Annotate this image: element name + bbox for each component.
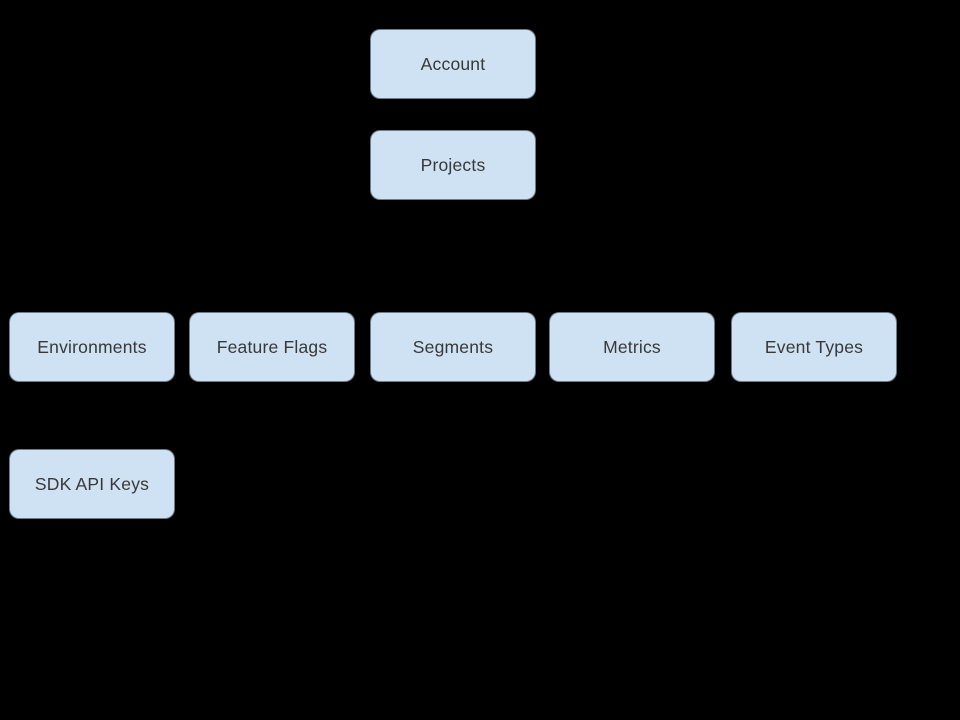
node-event-types-label: Event Types xyxy=(764,336,864,357)
node-feature-flags: Feature Flags xyxy=(189,312,355,382)
node-account: Account xyxy=(370,29,536,99)
node-feature-flags-label: Feature Flags xyxy=(216,336,328,357)
node-environments: Environments xyxy=(9,312,175,382)
node-metrics-label: Metrics xyxy=(603,336,661,357)
node-segments: Segments xyxy=(370,312,536,382)
node-metrics: Metrics xyxy=(549,312,715,382)
node-sdk-api-keys-label: SDK API Keys xyxy=(34,473,150,494)
node-event-types: Event Types xyxy=(731,312,897,382)
node-projects: Projects xyxy=(370,130,536,200)
node-account-label: Account xyxy=(420,53,486,74)
node-projects-label: Projects xyxy=(420,154,486,175)
node-segments-label: Segments xyxy=(412,336,494,357)
node-environments-label: Environments xyxy=(37,336,147,357)
node-sdk-api-keys: SDK API Keys xyxy=(9,449,175,519)
